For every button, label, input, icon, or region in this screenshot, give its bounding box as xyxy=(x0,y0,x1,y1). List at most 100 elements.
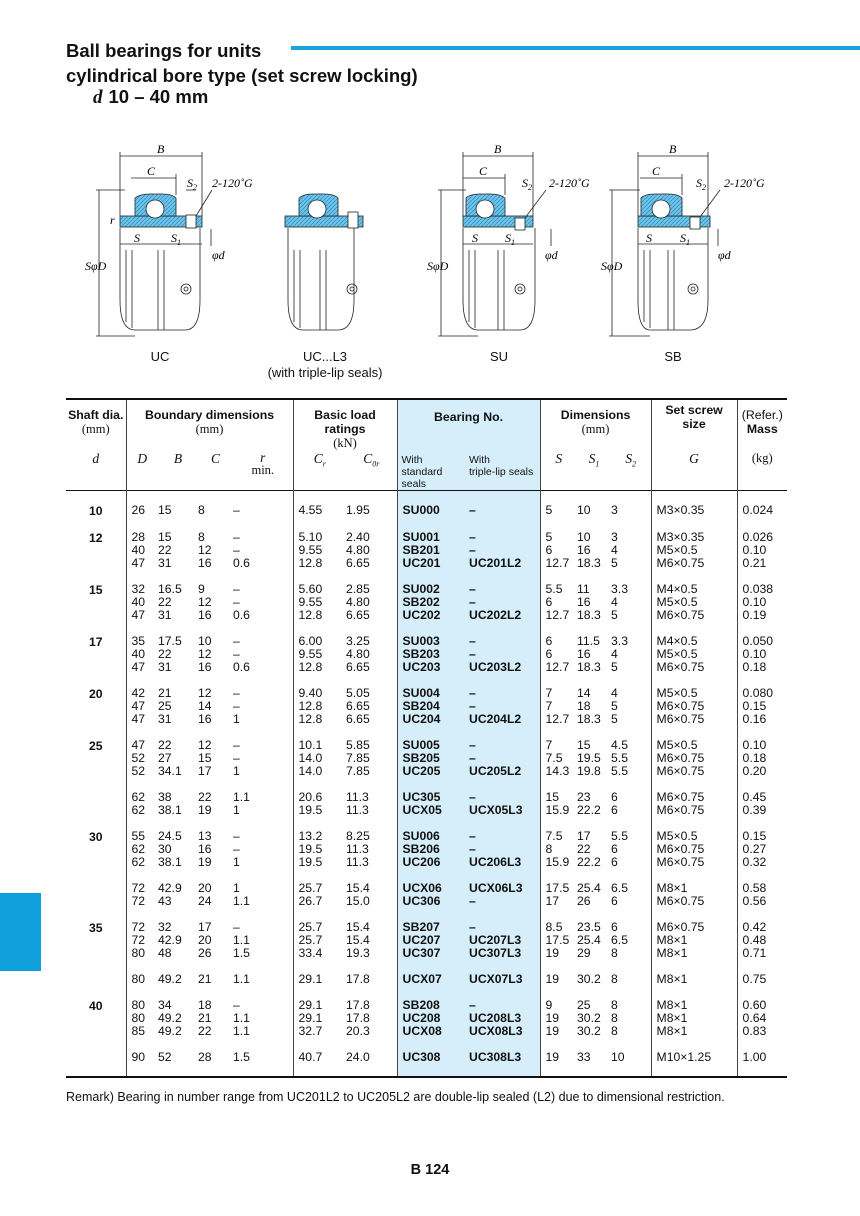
cell-c: 17 xyxy=(198,920,212,934)
cell-b: 43 xyxy=(158,894,172,908)
cell-std: SB205 xyxy=(402,751,440,765)
cell-s: 19 xyxy=(545,1050,560,1064)
cell-d: 62 xyxy=(131,803,146,817)
cell-c0r: 15.0 xyxy=(346,894,370,908)
cell-std: UC203 xyxy=(402,660,441,674)
cell-g: M8×1 xyxy=(656,881,688,895)
cell-d: 47 xyxy=(131,699,146,713)
cell-s: 5 xyxy=(545,503,553,517)
cell-r: 1.1 xyxy=(233,1024,250,1038)
cell-b: 21 xyxy=(158,686,172,700)
cell-g: M5×0.5 xyxy=(656,686,698,700)
cell-s1: 30.2 xyxy=(577,1011,601,1025)
cell-cr: 19.5 xyxy=(298,803,323,817)
sym-r: r xyxy=(260,450,266,465)
cell-d: 62 xyxy=(131,842,146,856)
cell-r: 1 xyxy=(233,855,240,869)
cell-s1: 16 xyxy=(577,595,591,609)
figure-uc xyxy=(96,152,213,337)
cell-c: 12 xyxy=(198,738,212,752)
cell-s1: 11 xyxy=(577,582,590,596)
label-b-sb: B xyxy=(669,142,677,156)
cell-mass: 0.024 xyxy=(742,503,774,517)
cell-d: 42 xyxy=(131,686,146,700)
cell-s: 9 xyxy=(545,998,553,1012)
cell-c: 26 xyxy=(198,946,212,960)
cell-s1: 17 xyxy=(577,829,591,843)
cell-b: 27 xyxy=(158,751,172,765)
cell-r: – xyxy=(233,699,240,713)
cell-s2: 4 xyxy=(611,543,618,557)
cell-s: 17.5 xyxy=(545,881,570,895)
label-g-su: 2-120˚G xyxy=(549,176,590,190)
cell-s: 7 xyxy=(545,699,553,713)
cell-mass: 0.83 xyxy=(742,1024,767,1038)
shaft-dia: 30 xyxy=(88,830,103,844)
cell-c: 20 xyxy=(198,881,212,895)
cell-b: 34 xyxy=(158,998,172,1012)
caption-uc-l3: UC...L3(with triple-lip seals) xyxy=(267,349,383,380)
bearing-drawings: B C S2 2-120˚G r S S1 φd SφD B C S2 2-12… xyxy=(85,142,765,337)
cell-s: 15 xyxy=(545,790,560,804)
cell-cr: 14.0 xyxy=(298,764,323,778)
cell-g: M8×1 xyxy=(656,1011,688,1025)
cell-tri: – xyxy=(469,647,476,661)
cell-b: 31 xyxy=(158,556,172,570)
cell-c: 19 xyxy=(198,803,212,817)
cell-c0r: 6.65 xyxy=(346,556,370,570)
cell-b: 42.9 xyxy=(158,881,182,895)
cell-d: 52 xyxy=(131,751,146,765)
cell-d: 80 xyxy=(131,946,146,960)
cell-b: 31 xyxy=(158,608,172,622)
cell-d: 47 xyxy=(131,556,146,570)
cell-tri: UC307L3 xyxy=(469,946,522,960)
cell-s2: 5.5 xyxy=(611,829,628,843)
cell-g: M6×0.75 xyxy=(656,803,705,817)
cell-s2: 3.3 xyxy=(611,634,628,648)
cell-s2: 6 xyxy=(611,855,618,869)
cell-std: UC202 xyxy=(402,608,441,622)
cell-d: 47 xyxy=(131,608,146,622)
cell-s: 12.7 xyxy=(545,608,570,622)
cell-r: 1 xyxy=(233,803,240,817)
cell-c0r: 4.80 xyxy=(346,647,370,661)
cell-tri: – xyxy=(469,920,476,934)
label-s-sb: S xyxy=(646,231,652,245)
cell-c: 12 xyxy=(198,543,212,557)
cell-b: 38 xyxy=(158,790,172,804)
cell-d: 72 xyxy=(131,894,146,908)
cell-std: UC206 xyxy=(402,855,441,869)
cell-std: SU002 xyxy=(402,582,440,596)
cell-c: 18 xyxy=(198,998,212,1012)
title-rule xyxy=(291,46,860,50)
cell-d: 47 xyxy=(131,660,146,674)
bore-range-value: 10 – 40 mm xyxy=(108,86,209,107)
cell-tri: – xyxy=(469,543,476,557)
cell-mass: 0.038 xyxy=(742,582,774,596)
cell-b: 38.1 xyxy=(158,803,182,817)
col-mass: (Refer.)Mass xyxy=(736,399,788,451)
cell-c: 8 xyxy=(198,503,205,517)
cell-c0r: 11.3 xyxy=(346,855,369,869)
cell-r: 1.1 xyxy=(233,972,250,986)
cell-mass: 0.16 xyxy=(742,712,767,726)
sym-C0r: C0r xyxy=(363,451,380,469)
cell-b: 49.2 xyxy=(158,972,182,986)
cell-g: M6×0.75 xyxy=(656,764,705,778)
cell-s2: 6 xyxy=(611,894,618,908)
cell-std: SB206 xyxy=(402,842,440,856)
cell-cr: 12.8 xyxy=(298,712,323,726)
cell-mass: 0.10 xyxy=(742,543,767,557)
cell-std: SU004 xyxy=(402,686,440,700)
cell-c0r: 20.3 xyxy=(346,1024,370,1038)
label-c: C xyxy=(147,164,156,178)
cell-cr: 13.2 xyxy=(298,829,323,843)
figure-labels: B C S2 2-120˚G r S S1 φd SφD B C S2 2-12… xyxy=(85,142,765,273)
cell-std: UC306 xyxy=(402,894,441,908)
